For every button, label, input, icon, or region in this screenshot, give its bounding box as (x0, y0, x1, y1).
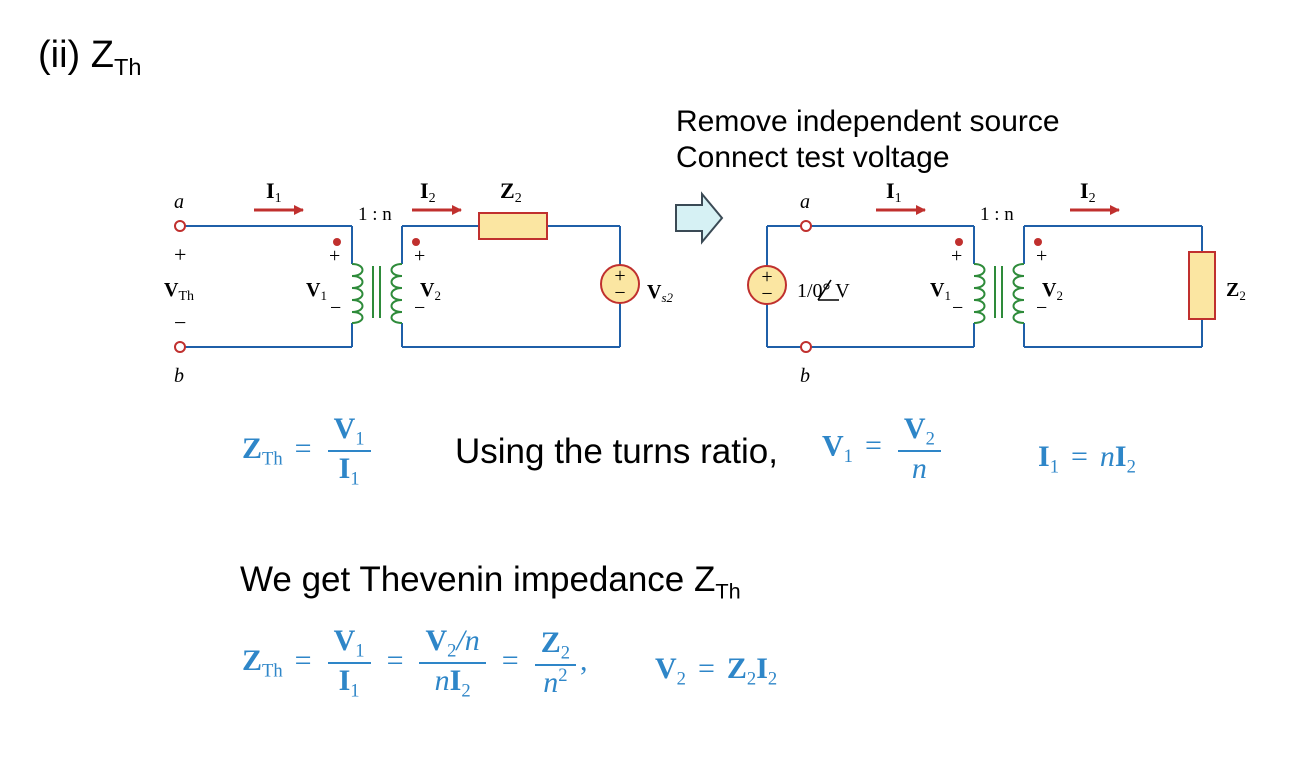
test-source-plus: + (761, 266, 772, 288)
z2-load-label: Z2 (1226, 279, 1246, 303)
circuit-1-wires (184, 225, 621, 348)
v1-label-2: V1 (930, 279, 951, 303)
voltage-source-vs2 (600, 264, 640, 304)
turns-ratio-label-2: 1 : n (980, 204, 1014, 225)
v1-minus: − (330, 297, 341, 319)
terminal-a-2 (800, 220, 812, 232)
transform-arrow-icon (675, 191, 724, 245)
v2-label: V2 (420, 279, 441, 303)
turns-ratio-label: 1 : n (358, 204, 392, 225)
source-plus: + (614, 265, 625, 287)
polarity-dot-4 (1034, 238, 1042, 246)
z2-label: Z2 (500, 178, 522, 206)
v2-label-2: V2 (1042, 279, 1063, 303)
current-i2-label: I2 (420, 178, 436, 206)
circuit-2: + − a b I1 I2 1 : n 1/0° V + V1 − + V2 −… (747, 178, 1246, 387)
slide-heading: (ii) ZTh (38, 34, 142, 81)
equation-i1: I1=nI2 (1038, 440, 1136, 478)
vth-minus: − (174, 310, 186, 335)
v1-label: V1 (306, 279, 327, 303)
terminal-a (174, 220, 186, 232)
vth-label: VTh (164, 279, 194, 304)
circuit-diagrams: + − a b I1 I2 Z2 1 : n + VTh − + V1 − + … (164, 178, 1246, 387)
terminal-b-2 (800, 341, 812, 353)
primary-coil (351, 263, 364, 324)
vth-plus: + (174, 242, 186, 267)
v1-plus: + (329, 245, 340, 267)
impedance-z2 (478, 212, 548, 240)
v2-minus: − (414, 297, 425, 319)
thevenin-sentence: We get Thevenin impedance ZTh (240, 560, 741, 604)
v2-minus-2: − (1036, 297, 1047, 319)
node-b-label: b (174, 365, 184, 387)
terminal-b (174, 341, 186, 353)
secondary-coil (390, 263, 403, 324)
node-b-label-2: b (800, 365, 810, 387)
current-i2-label-2: I2 (1080, 178, 1096, 206)
test-source-minus: − (761, 283, 772, 305)
node-a-label: a (174, 191, 184, 213)
polarity-dot-1 (333, 238, 341, 246)
current-i1-label: I1 (266, 178, 282, 206)
secondary-coil-2 (1012, 263, 1025, 324)
v1-minus-2: − (952, 297, 963, 319)
impedance-z2-load (1188, 251, 1216, 320)
v2-plus: + (414, 245, 425, 267)
primary-coil-2 (973, 263, 986, 324)
test-source-label: 1/0° V (797, 280, 850, 302)
vs2-label: Vs2 (647, 281, 674, 305)
turns-ratio-text: Using the turns ratio, (455, 432, 778, 471)
polarity-dot-2 (412, 238, 420, 246)
current-i1-label-2: I1 (886, 178, 902, 206)
angle-symbol-slant (817, 279, 832, 301)
polarity-dot-3 (955, 238, 963, 246)
note-line-1: Remove independent source (676, 105, 1060, 138)
node-a-label-2: a (800, 191, 810, 213)
source-minus: − (614, 282, 625, 304)
test-voltage-source (747, 265, 787, 305)
equation-v2: V2=Z2I2 (655, 652, 778, 690)
v2-plus-2: + (1036, 245, 1047, 267)
note-line-2: Connect test voltage (676, 141, 950, 174)
v1-plus-2: + (951, 245, 962, 267)
circuit-1: + − a b I1 I2 Z2 1 : n + VTh − + V1 − + … (164, 178, 674, 387)
